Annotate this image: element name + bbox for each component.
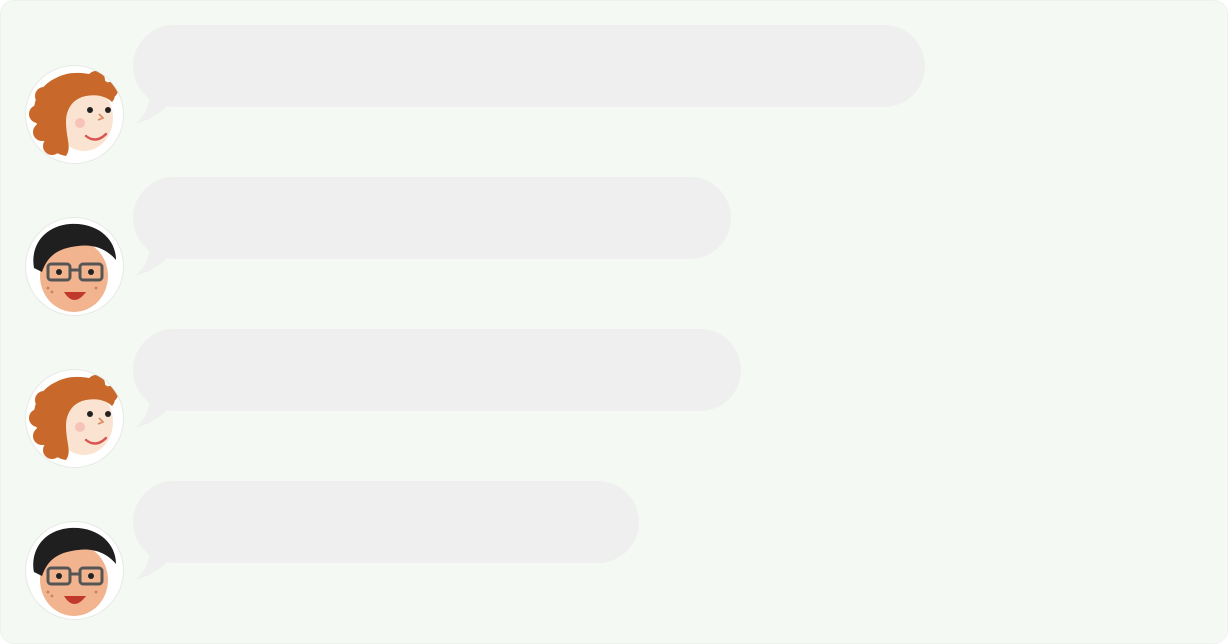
bubble-tail-icon [136,89,168,123]
chat-message [1,305,1228,467]
message-bubble [133,177,731,259]
woman-avatar-icon [26,66,123,163]
message-bubble [133,329,741,411]
chat-message [1,153,1228,315]
bubble-tail-icon [136,393,168,427]
message-bubble [133,481,639,563]
chat-message [1,457,1228,619]
bubble-tail-icon [136,545,168,579]
man-with-glasses-avatar-icon [26,522,123,619]
bubble-tail-icon [136,241,168,275]
woman-avatar-icon [26,370,123,467]
chat-message [1,1,1228,163]
message-bubble [133,25,925,107]
man-with-glasses-avatar-icon [26,218,123,315]
